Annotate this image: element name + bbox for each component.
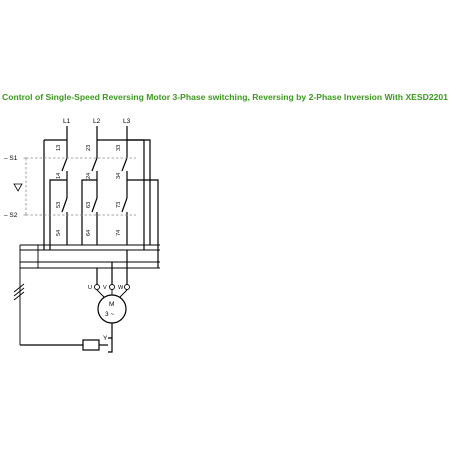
switch-label-s1: – S1 (4, 155, 18, 162)
brake-coil-icon (82, 339, 100, 351)
brake-label: Y (103, 335, 108, 342)
contact-label: 73 (116, 202, 122, 208)
contact-label: 34 (116, 173, 122, 179)
contact-label: 23 (86, 145, 92, 151)
brake-wiring (20, 323, 113, 346)
cross-wiring (43, 139, 159, 268)
bus-bars (19, 244, 160, 345)
contact-label: 24 (86, 173, 92, 179)
motor-label: M (109, 301, 114, 308)
contact-label: 14 (56, 173, 62, 179)
diagram-title: Control of Single-Speed Reversing Motor … (2, 92, 448, 102)
motor-spec: 3 ~ (105, 311, 114, 318)
interlock-arrow-icon (13, 183, 23, 192)
contact-label: 53 (56, 202, 62, 208)
switch-s1-contacts (61, 157, 128, 180)
contact-label: 33 (116, 145, 122, 151)
mechanical-link (22, 157, 136, 216)
phase-lines (66, 126, 128, 158)
phase-label-l2: L2 (93, 118, 101, 125)
terminal-label: V (103, 285, 107, 291)
contact-label: 13 (56, 145, 62, 151)
switch-s2-contacts (61, 197, 128, 245)
terminal-u (94, 284, 100, 290)
switch-label-s2: – S2 (4, 212, 18, 219)
brake-icon (108, 337, 113, 353)
motor-icon (97, 294, 127, 324)
terminal-label: W (118, 285, 124, 291)
contact-label: 64 (86, 230, 92, 236)
contact-label: 54 (56, 230, 62, 236)
terminal-label: U (88, 285, 92, 291)
phase-label-l3: L3 (123, 118, 131, 125)
contact-label: 74 (116, 230, 122, 236)
cable-marker-icon (13, 283, 25, 301)
phase-label-l1: L1 (63, 118, 71, 125)
motor-feed (96, 250, 128, 284)
contact-label: 63 (86, 202, 92, 208)
terminal-v (109, 284, 115, 290)
terminal-w (124, 284, 130, 290)
